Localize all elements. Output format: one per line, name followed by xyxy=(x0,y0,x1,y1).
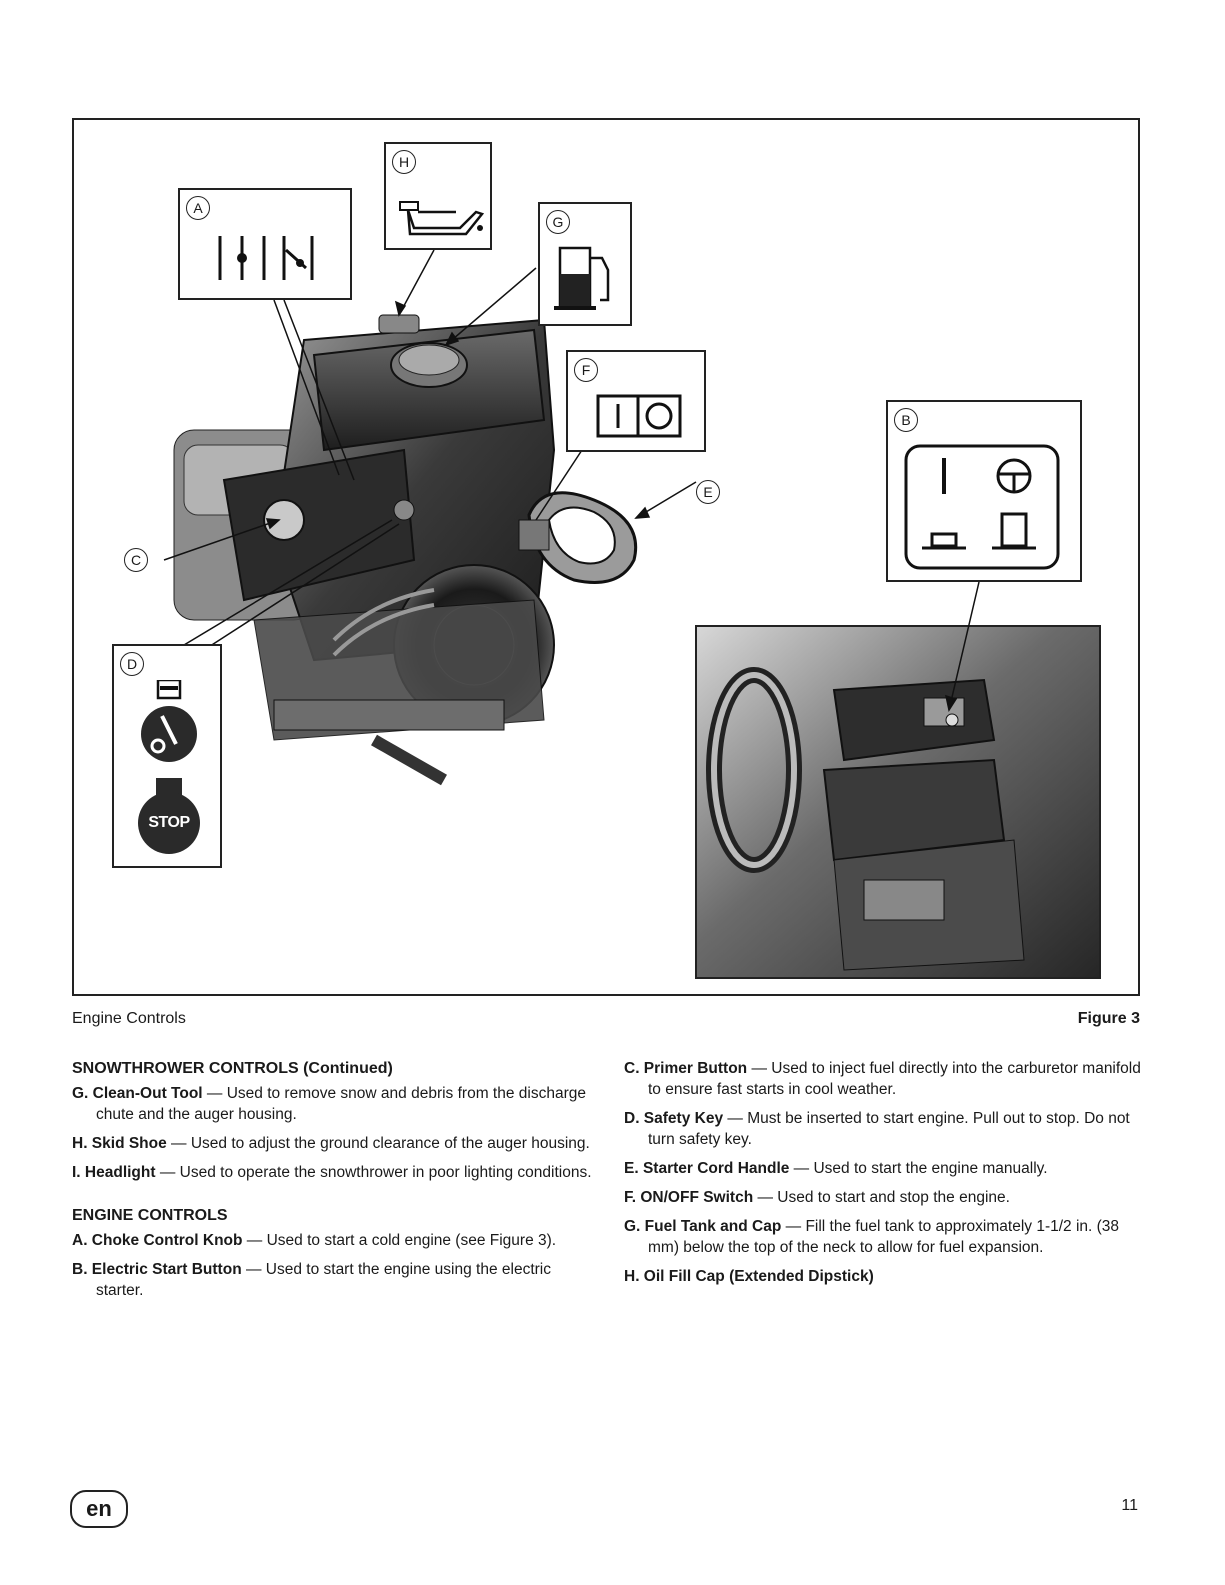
section-heading-snowthrower: SNOWTHROWER CONTROLS (Continued) xyxy=(72,1060,393,1077)
leader-lines xyxy=(163,249,980,712)
list-item: D. Safety Key — Must be inserted to star… xyxy=(624,1110,1130,1148)
engine-body xyxy=(173,314,556,786)
figure-caption: Engine Controls xyxy=(72,1010,186,1027)
list-item: F. ON/OFF Switch — Used to start and sto… xyxy=(624,1189,1010,1206)
list-item: E. Starter Cord Handle — Used to start t… xyxy=(624,1160,1048,1177)
list-item: G. Clean-Out Tool — Used to remove snow … xyxy=(72,1085,586,1123)
list-item: A. Choke Control Knob — Used to start a … xyxy=(72,1232,557,1249)
language-badge: en xyxy=(70,1490,128,1528)
callout-label-f: F xyxy=(574,358,598,382)
figure-label: Figure 3 xyxy=(1077,1010,1140,1027)
list-item: B. Electric Start Button — Used to start… xyxy=(72,1261,551,1299)
safety-key-icon xyxy=(141,680,197,762)
left-column: SNOWTHROWER CONTROLS (Continued) G. Clea… xyxy=(72,1058,592,1309)
right-column: C. Primer Button — Used to inject fuel d… xyxy=(624,1058,1144,1295)
callout-box-f: F xyxy=(566,350,706,452)
list-item: I. Headlight — Used to operate the snowt… xyxy=(72,1164,592,1181)
callout-label-g: G xyxy=(546,210,570,234)
fuel-pump-icon xyxy=(554,246,610,310)
electric-start-icon xyxy=(904,444,1060,570)
starter-cord-handle xyxy=(518,491,638,584)
callout-box-b: B xyxy=(886,400,1082,582)
page-number: 11 xyxy=(1121,1497,1138,1514)
engine-illustration xyxy=(163,249,1101,979)
callout-label-b: B xyxy=(894,408,918,432)
callout-label-e: E xyxy=(696,480,720,504)
list-item: C. Primer Button — Used to inject fuel d… xyxy=(624,1060,1141,1098)
choke-icon xyxy=(218,236,314,280)
list-item: G. Fuel Tank and Cap — Fill the fuel tan… xyxy=(624,1218,1120,1256)
inset-photo xyxy=(695,625,1101,979)
callout-label-d: D xyxy=(120,652,144,676)
callout-box-h: H xyxy=(384,142,492,250)
oil-can-icon xyxy=(399,201,485,236)
callout-box-g: G xyxy=(538,202,632,326)
callout-label-h: H xyxy=(392,150,416,174)
callout-box-a: A xyxy=(178,188,352,300)
list-item: H. Skid Shoe — Used to adjust the ground… xyxy=(72,1135,590,1152)
callout-box-d: D STOP xyxy=(112,644,222,868)
callout-label-c: C xyxy=(124,548,148,572)
on-off-switch-icon xyxy=(596,394,682,438)
stop-icon: STOP xyxy=(138,778,200,858)
figure-engine-controls: A H G F xyxy=(72,118,1140,996)
stop-label: STOP xyxy=(138,792,200,854)
list-item: H. Oil Fill Cap (Extended Dipstick) xyxy=(624,1268,874,1285)
section-heading-engine: ENGINE CONTROLS xyxy=(72,1207,228,1224)
callout-label-a: A xyxy=(186,196,210,220)
